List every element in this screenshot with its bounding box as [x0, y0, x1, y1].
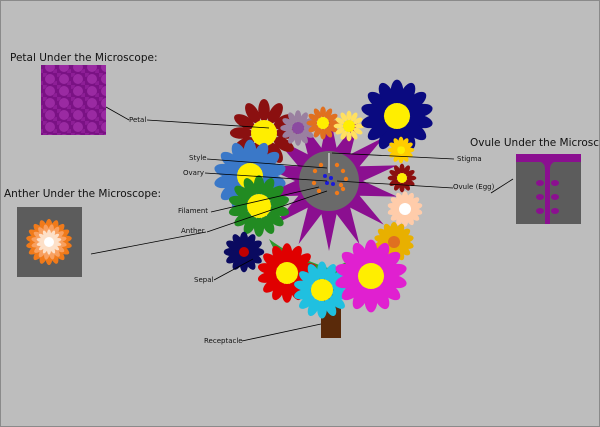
ovule-microscope-heading: Ovule Under the Microscope: [470, 137, 600, 149]
anther-dot [343, 176, 349, 182]
anther-dot [316, 188, 322, 194]
anther-flower-icon [26, 218, 72, 266]
label-petal: Petal [129, 116, 147, 124]
label-anther: Anther [181, 227, 205, 235]
label-stigma: Stigma [457, 155, 482, 163]
anther-pointer-line [90, 231, 207, 255]
anther-dot [340, 168, 346, 174]
daisy-flower [294, 261, 350, 319]
anther-dot [318, 162, 324, 168]
petal-pointer-line [105, 106, 130, 121]
daisy-flower [333, 110, 365, 142]
label-ovary: Ovary [183, 169, 204, 177]
daisy-flower [387, 191, 423, 227]
label-style: Style [189, 154, 207, 162]
daisy-flower [228, 175, 290, 237]
daisy-flower [335, 239, 407, 313]
ovule-dots [323, 174, 335, 186]
anther-dot [340, 186, 346, 192]
label-sepal: Sepal [194, 276, 214, 284]
anther-dots [311, 162, 349, 196]
leader-lines [146, 119, 455, 342]
ovary-disc [299, 151, 359, 211]
anther-microscope-heading: Anther Under the Microscope: [4, 188, 162, 200]
anther-dot [334, 162, 340, 168]
anther-dot [334, 190, 340, 196]
anther-dot [311, 180, 317, 186]
daisy-flower [387, 136, 415, 164]
petal-microscope-image [41, 65, 106, 135]
ovule-structure-icon [516, 154, 581, 224]
label-receptacle: Receptacle [204, 337, 243, 345]
anther-dot [312, 168, 318, 174]
decorative-flowers [214, 79, 433, 319]
ovule-pointer-line [490, 178, 514, 194]
petal-microscope-heading: Petal Under the Microscope: [10, 52, 158, 64]
anther-dot [338, 182, 344, 188]
label-ovule: Ovule (Egg) [453, 183, 495, 191]
daisy-flower [361, 79, 433, 153]
daisy-flower [387, 163, 417, 193]
label-filament: Filament [178, 207, 209, 215]
